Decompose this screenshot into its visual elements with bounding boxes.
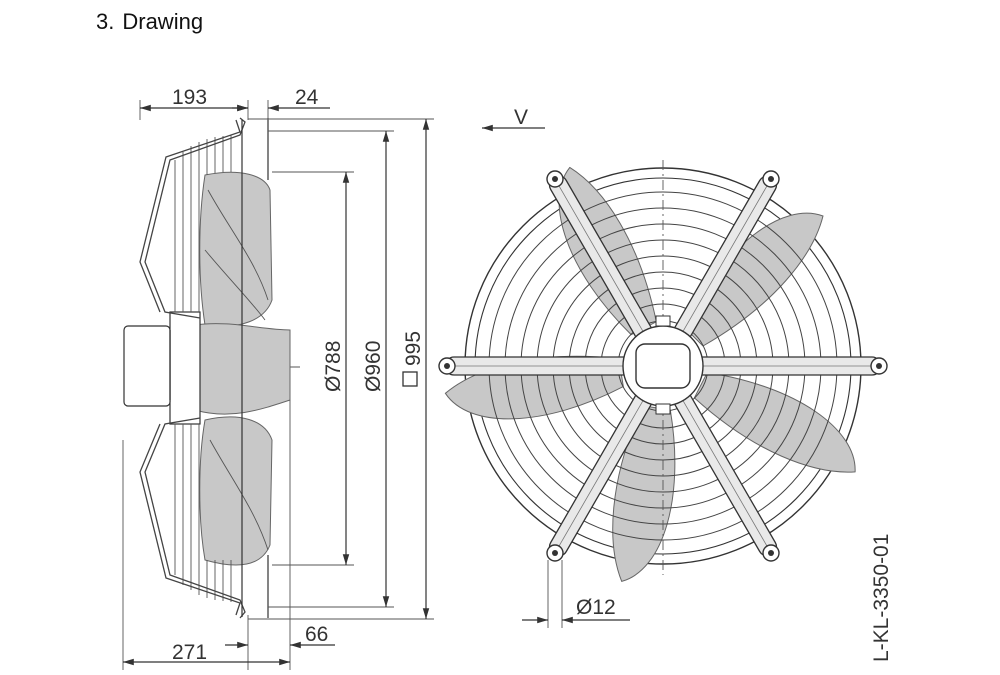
front-spokes bbox=[444, 175, 882, 557]
view-label: V bbox=[514, 106, 528, 129]
front-hub-motor bbox=[635, 343, 691, 389]
dim-271: 271 bbox=[172, 641, 207, 664]
dim-788: Ø788 bbox=[322, 341, 345, 392]
side-hub bbox=[169, 311, 201, 425]
dim-960: Ø960 bbox=[362, 341, 385, 392]
hub-clip-bottom bbox=[655, 403, 671, 415]
side-grill bbox=[174, 135, 232, 602]
dim-193: 193 bbox=[172, 86, 207, 109]
dim-66: 66 bbox=[305, 623, 328, 646]
drawing-code: L-KL-3350-01 bbox=[870, 534, 893, 662]
section-number: 3. bbox=[96, 9, 115, 34]
dim-995: 995 bbox=[402, 331, 425, 366]
side-guard-top bbox=[144, 117, 246, 319]
section-title: Drawing bbox=[122, 9, 204, 34]
motor-body bbox=[123, 325, 171, 407]
side-view: 193 24 271 66 Ø788 Ø960 995 bbox=[122, 86, 434, 670]
dim-24: 24 bbox=[295, 86, 319, 109]
side-guard-bottom-inner bbox=[139, 423, 241, 616]
hub-clip-top bbox=[655, 315, 671, 327]
dim-12: Ø12 bbox=[576, 596, 616, 619]
section-heading: 3. Drawing bbox=[96, 9, 203, 35]
front-view: V bbox=[438, 106, 893, 662]
side-blade-lower bbox=[199, 416, 273, 566]
square-symbol-icon bbox=[402, 371, 418, 387]
mounting-hole-centers bbox=[444, 176, 882, 556]
side-guard-bottom bbox=[144, 417, 246, 619]
side-guard-top-inner bbox=[139, 119, 241, 313]
